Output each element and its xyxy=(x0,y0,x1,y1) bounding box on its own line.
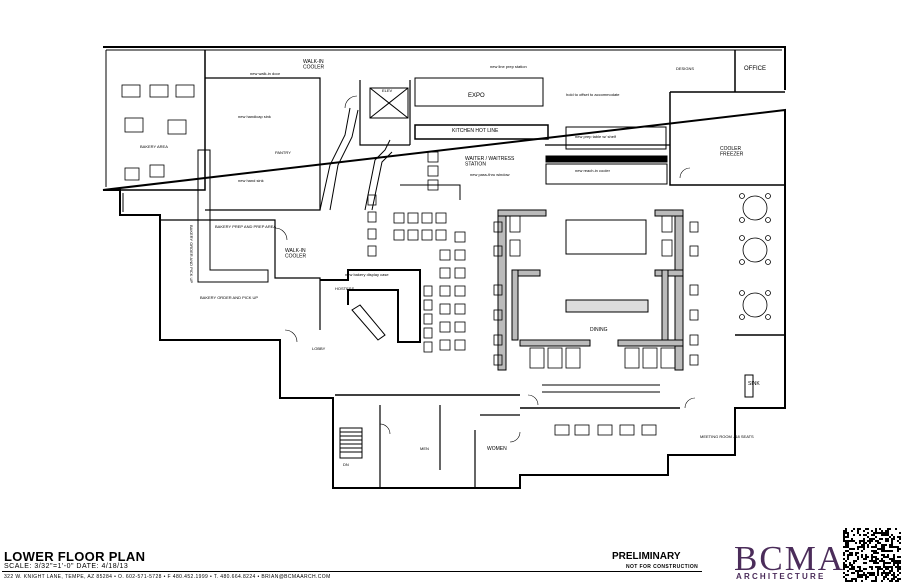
expo-label: EXPO xyxy=(468,93,485,99)
note-6: new prep table w/ shelf xyxy=(575,134,617,139)
expo-counter xyxy=(414,77,544,107)
cooler-freezer-wall xyxy=(669,91,785,186)
bakery-prep-label: BAKERY PREP AND PREP AREA xyxy=(215,224,276,229)
dining-tables xyxy=(121,84,699,436)
bakery-area-label: BAKERY AREA xyxy=(140,144,168,149)
stairs xyxy=(339,427,363,459)
bakery-wall xyxy=(103,50,206,191)
note-5: hold to offset to accommodate xyxy=(566,92,620,97)
bakery-order-label: BAKERY ORDER AND PICK UP xyxy=(189,225,194,283)
kitchen-line-label: KITCHEN HOT LINE xyxy=(452,128,499,134)
stair-label: DN xyxy=(343,462,349,467)
men-label: MEN xyxy=(420,446,429,451)
brand-subtitle: ARCHITECTURE xyxy=(736,572,826,581)
note-8: new hand sink xyxy=(238,178,264,183)
lobby-label: LOBBY xyxy=(312,346,326,351)
preliminary-stamp: PRELIMINARY xyxy=(612,551,681,562)
pantry-wall xyxy=(205,77,321,211)
kitchen-hot-line xyxy=(414,124,549,140)
office-label: OFFICE xyxy=(744,66,766,72)
restroom-walls xyxy=(379,405,520,488)
note-7: new reach-in cooler xyxy=(575,168,611,173)
sink-label: SINK xyxy=(748,381,760,387)
bakery-counter-label: BAKERY ORDER AND PICK UP xyxy=(200,295,258,300)
bakery-counter xyxy=(197,149,269,283)
note-4: new pass-thru window xyxy=(470,172,510,177)
women-label: WOMEN xyxy=(487,446,507,452)
round-tables xyxy=(739,193,771,320)
firm-address: 322 W. KNIGHT LANE, TEMPE, AZ 85284 • O.… xyxy=(4,574,331,580)
prep-area-wall xyxy=(160,219,321,330)
not-for-construction: NOT FOR CONSTRUCTION xyxy=(626,564,699,570)
door-swings xyxy=(274,95,696,443)
exterior-wall xyxy=(102,46,786,489)
pantry-label: PANTRY xyxy=(275,150,291,155)
hostess-label: HOSTESS xyxy=(335,286,354,291)
lobby-curved-wall xyxy=(320,269,421,343)
note-9: new bakery display case xyxy=(345,272,389,277)
qr-code xyxy=(843,528,901,582)
meeting-room-label: MEETING ROOM - 18 SEATS xyxy=(700,434,754,439)
note-1: new walk-in door xyxy=(250,71,281,76)
brand-logo: BCMA xyxy=(734,539,846,578)
dining-label: DINING xyxy=(590,327,608,333)
note-2: new line prep station xyxy=(490,64,527,69)
elevator-box xyxy=(369,87,409,119)
note-3: new handicap sink xyxy=(238,114,271,119)
elev-label: ELEV xyxy=(382,88,393,93)
scale-date: SCALE: 3/32"=1'-0" DATE: 4/18/13 xyxy=(4,563,129,570)
designs-label: DESIGNS xyxy=(676,66,694,71)
exterior-wall-inner xyxy=(105,49,782,212)
footer-divider xyxy=(2,571,702,572)
plan-title: LOWER FLOOR PLAN xyxy=(4,549,146,564)
front-wall xyxy=(335,394,680,409)
